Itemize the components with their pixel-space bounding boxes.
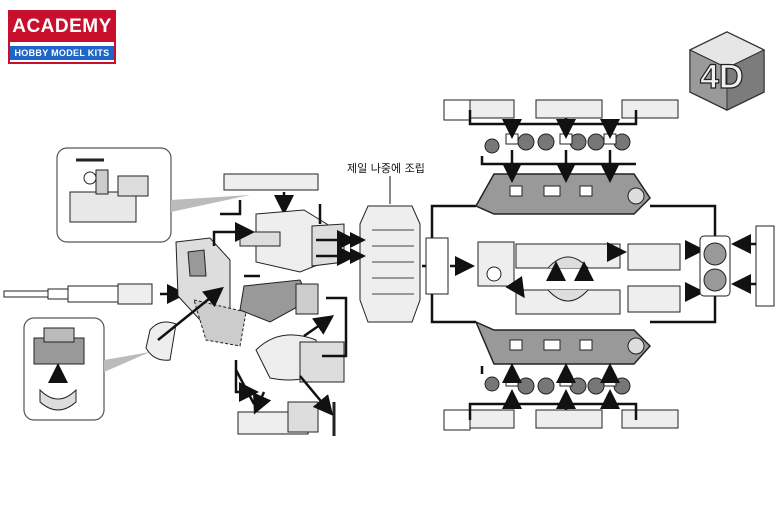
lower-track-arrows xyxy=(468,363,638,420)
cube-4d-icon: 4D xyxy=(688,31,766,111)
badge-text: 4D xyxy=(700,58,743,96)
assembly-note: 제일 나중에 조립 xyxy=(347,162,425,175)
academy-logo: ACADEMY HOBBY MODEL KITS xyxy=(8,10,116,64)
lower-side-panels xyxy=(443,409,679,431)
upper-side-panels xyxy=(443,99,679,121)
hull-front-part xyxy=(425,237,449,295)
turret-left xyxy=(175,237,247,347)
brand-tagline: HOBBY MODEL KITS xyxy=(10,46,114,60)
callout-mantlet xyxy=(23,317,150,421)
upper-track xyxy=(474,173,651,215)
upper-track-arrows xyxy=(468,110,638,183)
lower-road-wheels xyxy=(484,375,631,395)
callout-gun-mount xyxy=(56,147,250,243)
lower-hull xyxy=(477,241,681,315)
turret-top-plate xyxy=(223,173,319,191)
turret-arrows xyxy=(157,200,357,416)
lower-track xyxy=(474,320,652,365)
upper-road-wheels xyxy=(484,133,631,154)
rear-hull xyxy=(699,225,775,307)
main-gun-barrel xyxy=(3,283,187,305)
turret-center xyxy=(239,209,345,323)
brand-name: ACADEMY xyxy=(10,12,114,42)
upper-hull-plate xyxy=(346,176,421,323)
lower-hull-arrows xyxy=(505,240,705,302)
